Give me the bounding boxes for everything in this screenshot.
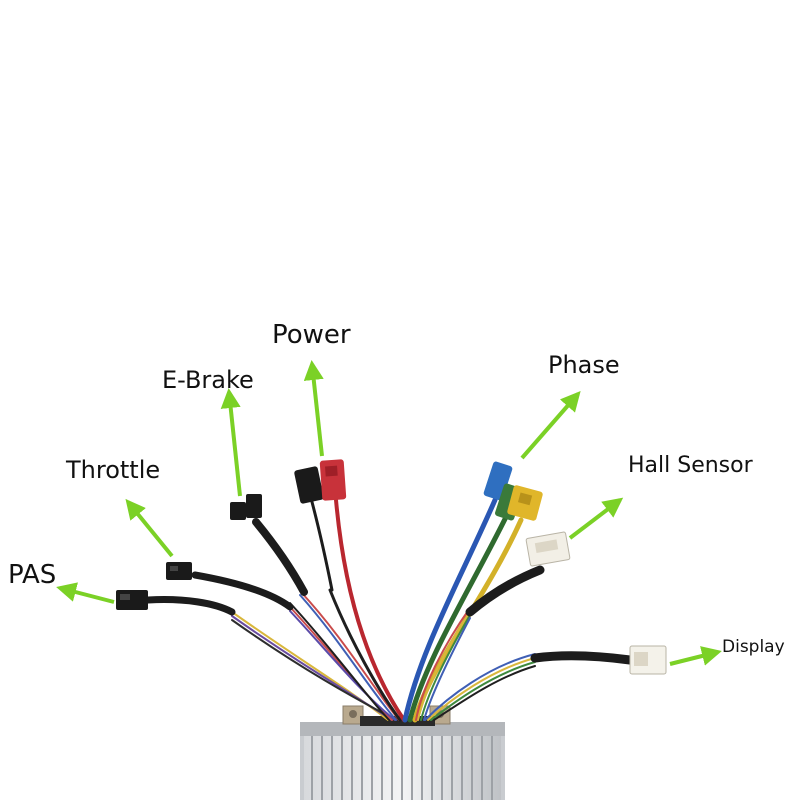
hall-cable [465, 565, 545, 617]
ebrake-label: E-Brake [162, 366, 254, 394]
throttle-arrow-icon [125, 498, 174, 558]
hall-sensor-label: Hall Sensor [628, 453, 753, 478]
cooling-fins [304, 736, 501, 800]
pas-cable [144, 596, 236, 616]
throttle-connector-icon [166, 562, 192, 580]
display-arrow-icon [669, 646, 722, 666]
pas-arrow-icon [56, 582, 115, 604]
wire-bundle [231, 497, 536, 723]
ebrake-arrow-icon [220, 388, 242, 497]
sheathed-cables [144, 500, 635, 665]
hall-sensor-connector-icon [525, 531, 571, 567]
phase-yellow-connector-icon [507, 485, 543, 521]
phase-label: Phase [548, 351, 620, 379]
cable-grommet [360, 716, 435, 726]
power-arrow-icon [303, 360, 324, 457]
display-connector-icon [629, 645, 667, 675]
display-label: Display [722, 637, 785, 657]
throttle-cable [191, 571, 294, 611]
pas-connector-icon [116, 590, 148, 610]
display-cable [530, 651, 635, 665]
power-red-connector-icon [319, 459, 347, 501]
throttle-label: Throttle [66, 456, 161, 484]
ebrake-cable [252, 518, 308, 596]
controller-housing [300, 705, 505, 800]
ebrake-connector-icon [230, 494, 262, 520]
power-label: Power [272, 320, 351, 350]
pas-label: PAS [8, 560, 57, 590]
hall-sensor-arrow-icon [568, 497, 624, 540]
power-black-wire [310, 500, 334, 592]
pointer-arrows [56, 360, 722, 666]
power-black-connector-icon [294, 466, 324, 504]
phase-arrow-icon [520, 390, 581, 460]
connectors [116, 459, 667, 675]
